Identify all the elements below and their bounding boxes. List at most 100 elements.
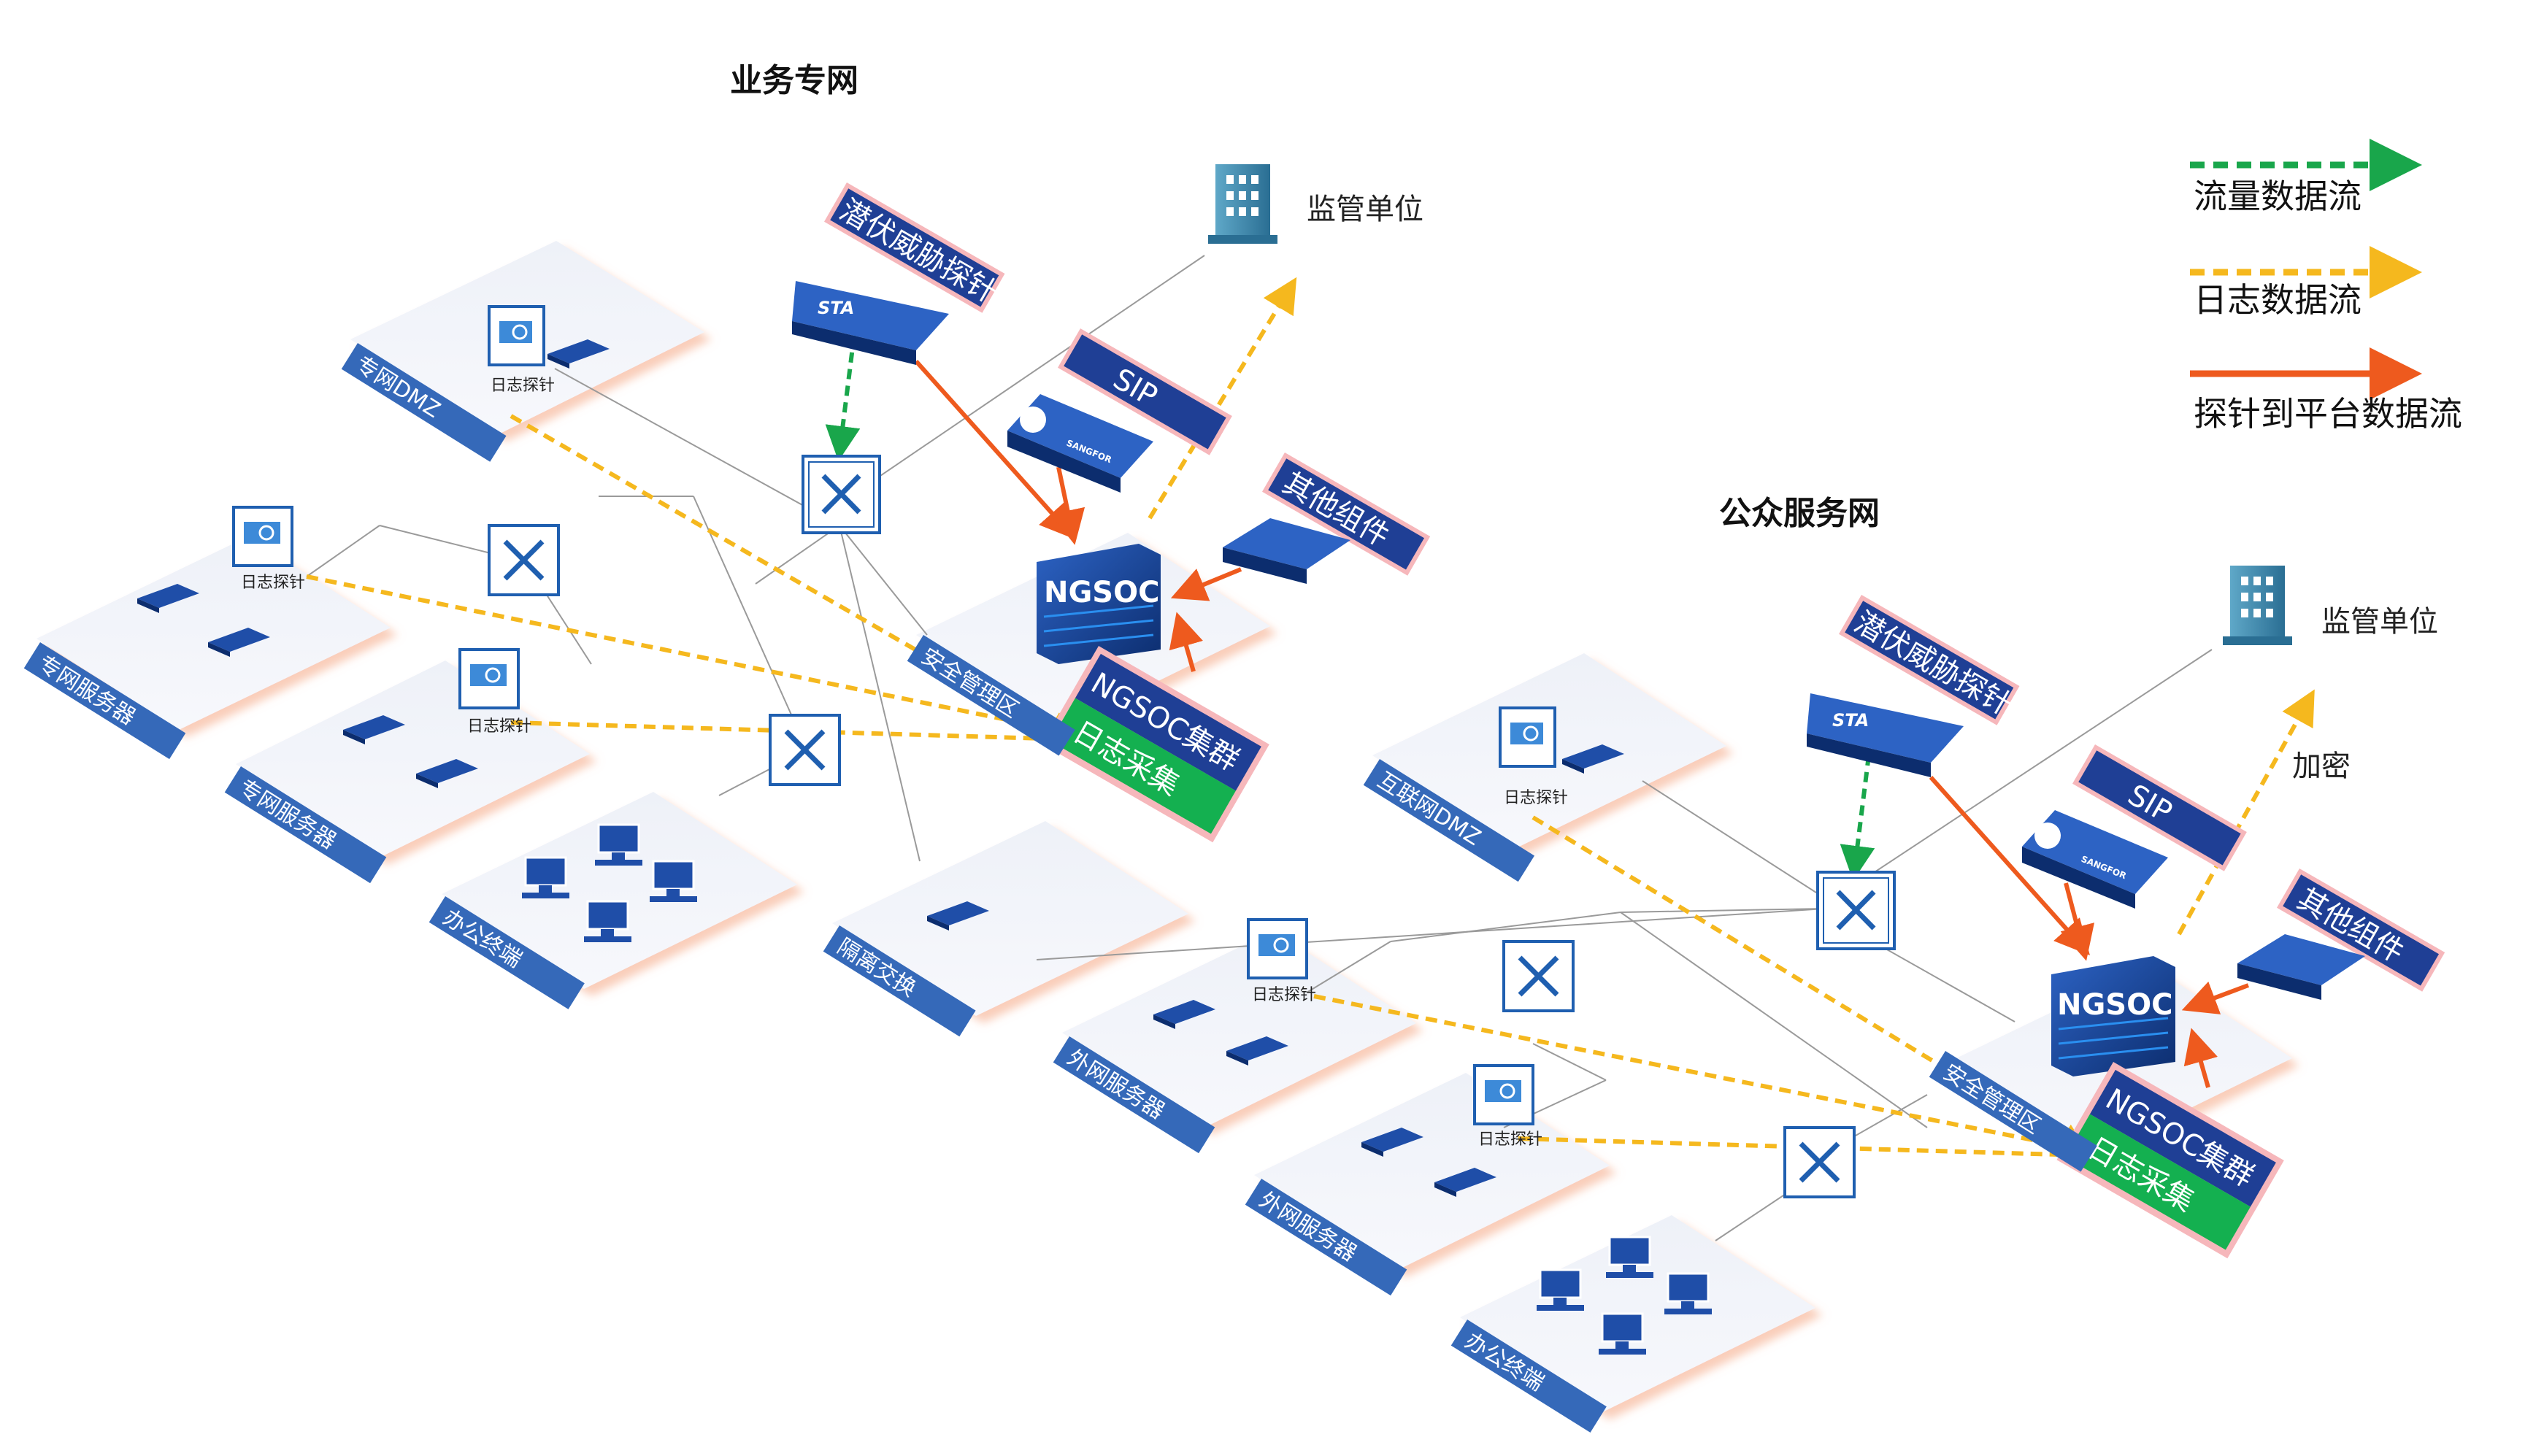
zone-platform-exchange xyxy=(832,821,1188,1016)
sta-label: STA xyxy=(818,298,854,318)
switch-icon xyxy=(784,729,826,771)
ngsoc-label: NGSOC xyxy=(1044,576,1159,609)
left-probe-arrow-sip xyxy=(1050,466,1085,545)
magnifier-icon xyxy=(485,667,501,683)
computer-icon xyxy=(1599,1312,1646,1355)
log-probe-label: 日志探针 xyxy=(491,377,555,395)
magnifier-icon xyxy=(512,324,528,340)
left-regulator: 监管单位 xyxy=(1208,164,1423,244)
right-switch-core xyxy=(1816,871,1896,950)
server-icon xyxy=(1562,744,1624,774)
sangfor-logo-icon xyxy=(2034,823,2061,849)
magnifier-icon xyxy=(1523,725,1539,742)
right-regulator-label: 监管单位 xyxy=(2321,605,2438,639)
log-probe-label: 日志探针 xyxy=(1252,986,1316,1004)
left-banner-sip: SIP xyxy=(1058,328,1232,455)
computer-icon xyxy=(1537,1268,1584,1311)
banner-probe-text: 潜伏威胁探针 xyxy=(834,193,1002,310)
server-icon xyxy=(1153,1000,1215,1029)
server-icon xyxy=(1434,1168,1496,1197)
server-icon xyxy=(343,715,405,744)
server-icon xyxy=(547,339,610,369)
sangfor-logo-icon xyxy=(1020,407,1046,433)
right-sip-device: SANGFOR xyxy=(2022,810,2168,909)
server-icon xyxy=(416,759,478,788)
left-traffic-arrow xyxy=(825,335,861,461)
right-servers xyxy=(1153,744,1624,1197)
right-other-device xyxy=(2237,934,2365,1000)
server-icon xyxy=(137,584,199,613)
left-servers xyxy=(137,339,989,931)
right-probe-arrow-sta xyxy=(1929,776,2090,955)
log-probe-label: 日志探针 xyxy=(241,574,305,592)
switch-icon xyxy=(1799,1141,1840,1183)
building-icon xyxy=(2223,566,2292,645)
computer-icon xyxy=(584,900,631,942)
right-network-title: 公众服务网 xyxy=(1719,495,1880,532)
right-log-probe-server1: 日志探针 xyxy=(1247,918,1316,1004)
computer-icon xyxy=(1664,1272,1712,1314)
log-probe-label: 日志探针 xyxy=(467,717,531,736)
right-log-arrow-server1 xyxy=(1313,994,2126,1169)
sta-label: STA xyxy=(1832,710,1869,731)
legend: 流量数据流 日志数据流 探针到平台数据流 xyxy=(2190,139,2462,434)
right-switch-a xyxy=(1502,940,1575,1012)
switch-icon xyxy=(1836,890,1876,931)
right-office-terminals xyxy=(1537,1236,1712,1355)
right-log-arrow-up xyxy=(2177,689,2315,936)
right-switch-b xyxy=(1783,1126,1856,1198)
server-icon xyxy=(927,901,989,931)
switch-icon xyxy=(1518,955,1559,997)
legend-log-label: 日志数据流 xyxy=(2194,280,2362,320)
left-other-device xyxy=(1223,518,1350,584)
ngsoc-label: NGSOC xyxy=(2057,988,2172,1022)
zone-platform-server2 xyxy=(236,660,590,858)
log-probe-label: 日志探针 xyxy=(1478,1130,1542,1149)
left-switch-a xyxy=(488,524,560,596)
server-icon xyxy=(1361,1128,1423,1157)
left-log-probe-dmz: 日志探针 xyxy=(488,305,555,395)
left-probe-arrow-sta xyxy=(914,360,1075,539)
right-probe-arrow-cluster xyxy=(2183,1028,2218,1088)
zone-platform-office xyxy=(442,792,797,989)
left-log-arrow-server2 xyxy=(510,720,1126,758)
left-ngsoc: NGSOC xyxy=(1037,544,1161,664)
left-probe-arrow-other xyxy=(1170,567,1242,601)
right-encrypt-label: 加密 xyxy=(2292,750,2351,783)
left-regulator-label: 监管单位 xyxy=(1307,193,1423,226)
left-log-arrow-server1 xyxy=(306,574,1118,753)
left-network-title: 业务专网 xyxy=(730,62,858,99)
computer-icon xyxy=(522,856,569,898)
left-switch-core xyxy=(802,455,881,534)
magnifier-icon xyxy=(258,525,274,541)
switch-icon xyxy=(821,474,861,515)
right-log-probe-server2: 日志探针 xyxy=(1473,1064,1542,1149)
banner-probe-text: 潜伏威胁探针 xyxy=(1848,606,2017,723)
switch-icon xyxy=(503,539,545,581)
left-office-terminals xyxy=(522,823,697,942)
right-traffic-arrow xyxy=(1840,755,1875,881)
right-sta-device: STA xyxy=(1807,693,1964,777)
left-log-probe-server1: 日志探针 xyxy=(232,506,305,592)
right-regulator: 监管单位 加密 xyxy=(2223,566,2438,783)
server-icon xyxy=(1226,1036,1288,1066)
right-probe-arrow-sip xyxy=(2060,882,2095,961)
building-icon xyxy=(1208,164,1277,244)
computer-icon xyxy=(595,823,642,866)
right-probe-arrow-other xyxy=(2181,981,2250,1014)
magnifier-icon xyxy=(1273,937,1289,953)
zone-platform-server1 xyxy=(36,536,391,730)
left-log-arrow-up xyxy=(1148,277,1297,520)
left-sta-device: STA xyxy=(792,281,949,365)
left-log-probe-server2: 日志探针 xyxy=(458,648,531,736)
server-icon xyxy=(208,628,270,657)
legend-traffic-label: 流量数据流 xyxy=(2194,177,2362,216)
magnifier-icon xyxy=(1499,1083,1515,1099)
right-ngsoc: NGSOC xyxy=(2051,956,2175,1076)
left-probe-arrow-cluster xyxy=(1169,612,1203,672)
left-sip-device: SANGFOR xyxy=(1007,394,1153,493)
legend-probe-label: 探针到平台数据流 xyxy=(2194,394,2462,434)
right-log-probe-dmz: 日志探针 xyxy=(1499,706,1568,807)
log-probe-label: 日志探针 xyxy=(1504,789,1568,807)
